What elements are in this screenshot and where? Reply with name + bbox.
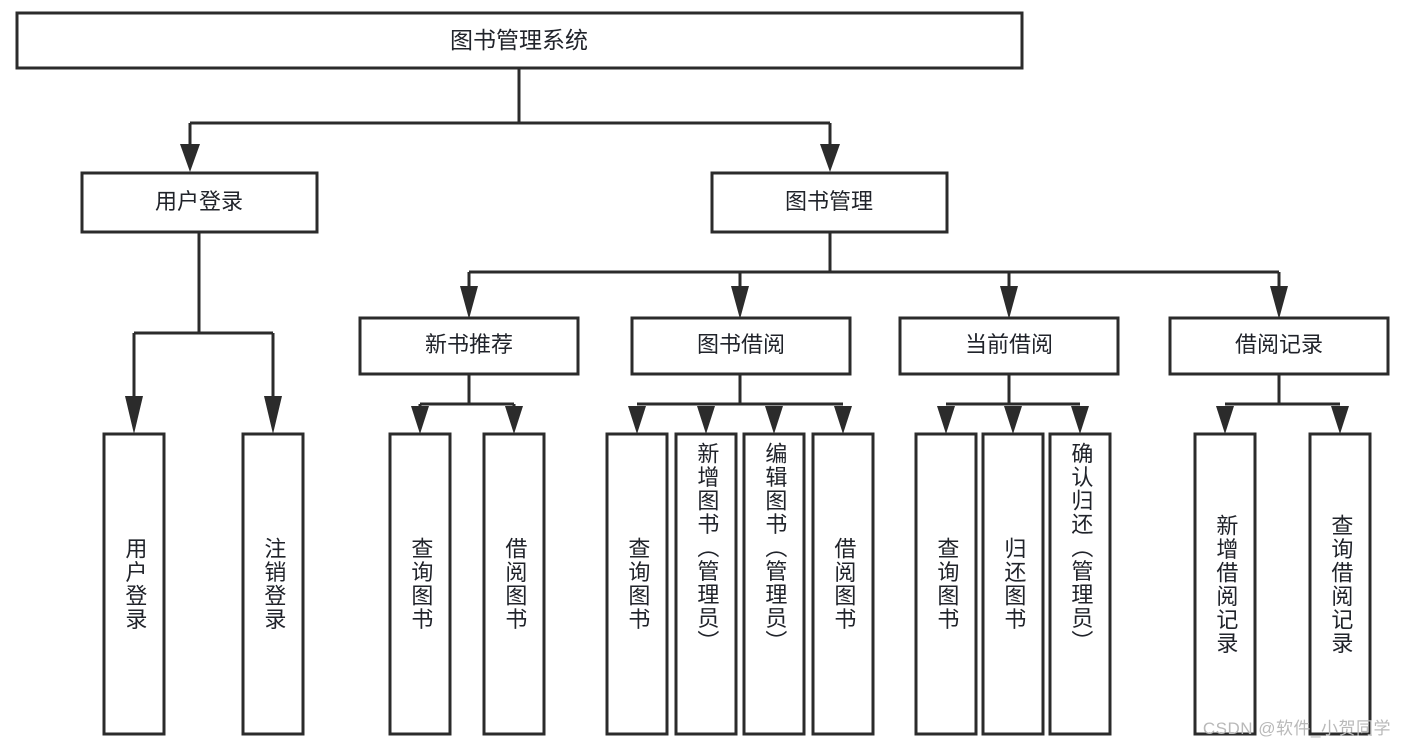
connector-group-userlogin-to-leaves — [125, 232, 282, 434]
leaf-box-borrow-record-2[interactable] — [1308, 432, 1372, 736]
connector-group-bookborrow-to-leaves — [628, 374, 852, 434]
node-book-manage-label: 图书管理 — [785, 189, 873, 214]
arrow-head-leaf-u1 — [125, 396, 143, 434]
node-root-box[interactable] — [15, 11, 1024, 70]
connector-group-root-to-level2 — [180, 68, 840, 172]
node-book-borrow-box[interactable] — [630, 316, 852, 376]
node-book-borrow[interactable]: 图书借阅 — [630, 316, 852, 376]
arrow-head-l3-2 — [731, 286, 749, 319]
leaf-box-book-borrow-2[interactable] — [674, 432, 738, 736]
node-root[interactable]: 图书管理系统 — [15, 11, 1024, 70]
arrow-head-leaf-r1 — [1216, 406, 1234, 434]
leaf-box-borrow-record-1[interactable] — [1193, 432, 1257, 736]
arrow-head-book-manage — [820, 144, 840, 172]
arrow-head-user-login — [180, 144, 200, 172]
node-borrow-record[interactable]: 借阅记录 — [1168, 316, 1390, 376]
leaf-box-current-borrow-3[interactable] — [1048, 432, 1112, 736]
arrow-head-leaf-n1 — [411, 406, 429, 434]
connector-group-borrowrecord-to-leaves — [1216, 374, 1349, 434]
arrow-head-leaf-b2 — [697, 406, 715, 434]
node-new-book-recommend-label: 新书推荐 — [425, 332, 513, 357]
node-user-login-box[interactable] — [80, 171, 319, 234]
node-book-manage[interactable]: 图书管理 — [710, 171, 949, 234]
leaf-box-current-borrow-1[interactable] — [914, 432, 978, 736]
watermark-text: CSDN @软件_小贺同学 — [1202, 719, 1391, 738]
node-book-manage-box[interactable] — [710, 171, 949, 234]
arrow-head-leaf-n2 — [505, 406, 523, 434]
connector-group-bookmanage-to-level3 — [460, 232, 1288, 319]
connector-group-newbook-to-leaves — [411, 374, 523, 434]
arrow-head-l3-3 — [1000, 286, 1018, 319]
arrow-head-leaf-c1 — [937, 406, 955, 434]
node-current-borrow-box[interactable] — [898, 316, 1120, 376]
connector-group-currentborrow-to-leaves — [937, 374, 1089, 434]
arrow-head-l3-1 — [460, 286, 478, 319]
node-borrow-record-box[interactable] — [1168, 316, 1390, 376]
arrow-head-l3-4 — [1270, 286, 1288, 319]
leaf-box-new-book-1[interactable] — [388, 432, 452, 736]
node-current-borrow[interactable]: 当前借阅 — [898, 316, 1120, 376]
arrow-head-leaf-b4 — [834, 406, 852, 434]
leaf-box-user-login-1[interactable] — [102, 432, 166, 736]
node-user-login[interactable]: 用户登录 — [80, 171, 319, 234]
leaf-box-new-book-2[interactable] — [482, 432, 546, 736]
leaf-box-user-login-2[interactable] — [241, 432, 305, 736]
arrow-head-leaf-c3 — [1071, 406, 1089, 434]
arrow-head-leaf-r2 — [1331, 406, 1349, 434]
node-root-label: 图书管理系统 — [450, 27, 588, 53]
arrow-head-leaf-c2 — [1004, 406, 1022, 434]
leaf-box-book-borrow-1[interactable] — [605, 432, 669, 736]
node-book-borrow-label: 图书借阅 — [697, 332, 785, 357]
node-new-book-recommend-box[interactable] — [358, 316, 580, 376]
node-borrow-record-label: 借阅记录 — [1235, 332, 1323, 357]
leaf-box-current-borrow-2[interactable] — [981, 432, 1045, 736]
arrow-head-leaf-b3 — [765, 406, 783, 434]
node-user-login-label: 用户登录 — [155, 189, 243, 214]
leaf-box-book-borrow-3[interactable] — [742, 432, 806, 736]
arrow-head-leaf-b1 — [628, 406, 646, 434]
leaf-box-book-borrow-4[interactable] — [811, 432, 875, 736]
node-new-book-recommend[interactable]: 新书推荐 — [358, 316, 580, 376]
node-current-borrow-label: 当前借阅 — [965, 332, 1053, 357]
arrow-head-leaf-u2 — [264, 396, 282, 434]
